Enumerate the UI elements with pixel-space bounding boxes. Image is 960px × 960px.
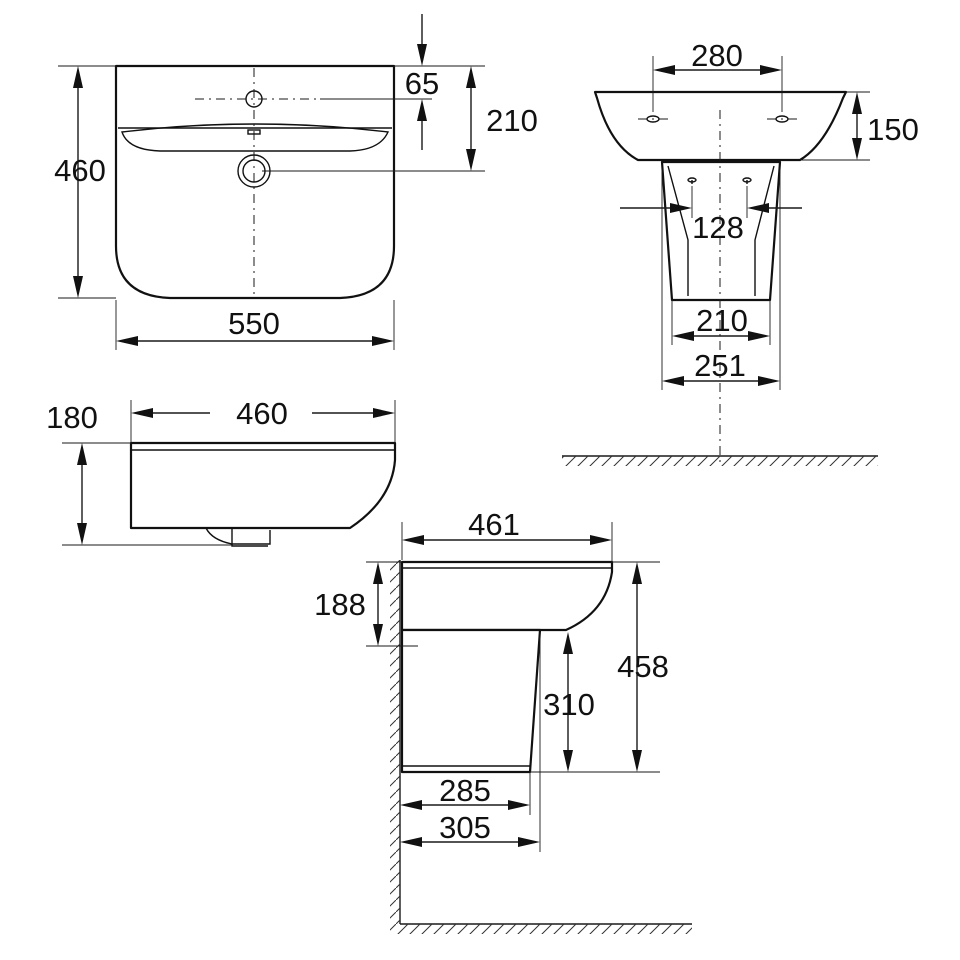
dim-front-fixing-spacing: 128 — [692, 210, 744, 245]
top-view: 460 550 65 210 — [54, 14, 538, 350]
dim-top-overflow-offset: 210 — [486, 103, 538, 138]
dim-front-pedestal-top: 251 — [694, 348, 746, 383]
wall-view-basin-outline — [400, 560, 614, 632]
dim-front-bowl-height: 150 — [867, 112, 919, 147]
dim-wall-pedestal-height: 310 — [543, 687, 595, 722]
wall-view-pedestal — [400, 628, 542, 774]
wall-view: 461 188 458 310 285 305 — [314, 507, 692, 934]
dim-front-pedestal-base: 210 — [696, 303, 748, 338]
top-view-bowl-inner — [121, 123, 390, 152]
dim-wall-bowl-height: 188 — [314, 587, 366, 622]
dim-wall-mount-height: 458 — [617, 649, 669, 684]
dim-wall-pedestal-outer: 305 — [439, 810, 491, 845]
dim-top-width: 550 — [228, 306, 280, 341]
dim-side-height: 180 — [46, 400, 98, 435]
dim-front-tap-spacing: 280 — [691, 38, 743, 73]
dim-top-depth: 460 — [54, 153, 106, 188]
side-view-basin-outline — [129, 441, 397, 530]
top-view-overflow-slot — [247, 129, 261, 135]
side-view-waste — [205, 527, 271, 545]
dim-side-length: 460 — [236, 396, 288, 431]
dim-wall-pedestal-inner: 285 — [439, 773, 491, 808]
side-view: 460 180 — [46, 396, 397, 547]
dim-top-tap-offset: 65 — [405, 66, 439, 101]
dim-wall-projection: 461 — [468, 507, 520, 542]
front-view: 280 150 128 210 251 — [562, 38, 919, 466]
